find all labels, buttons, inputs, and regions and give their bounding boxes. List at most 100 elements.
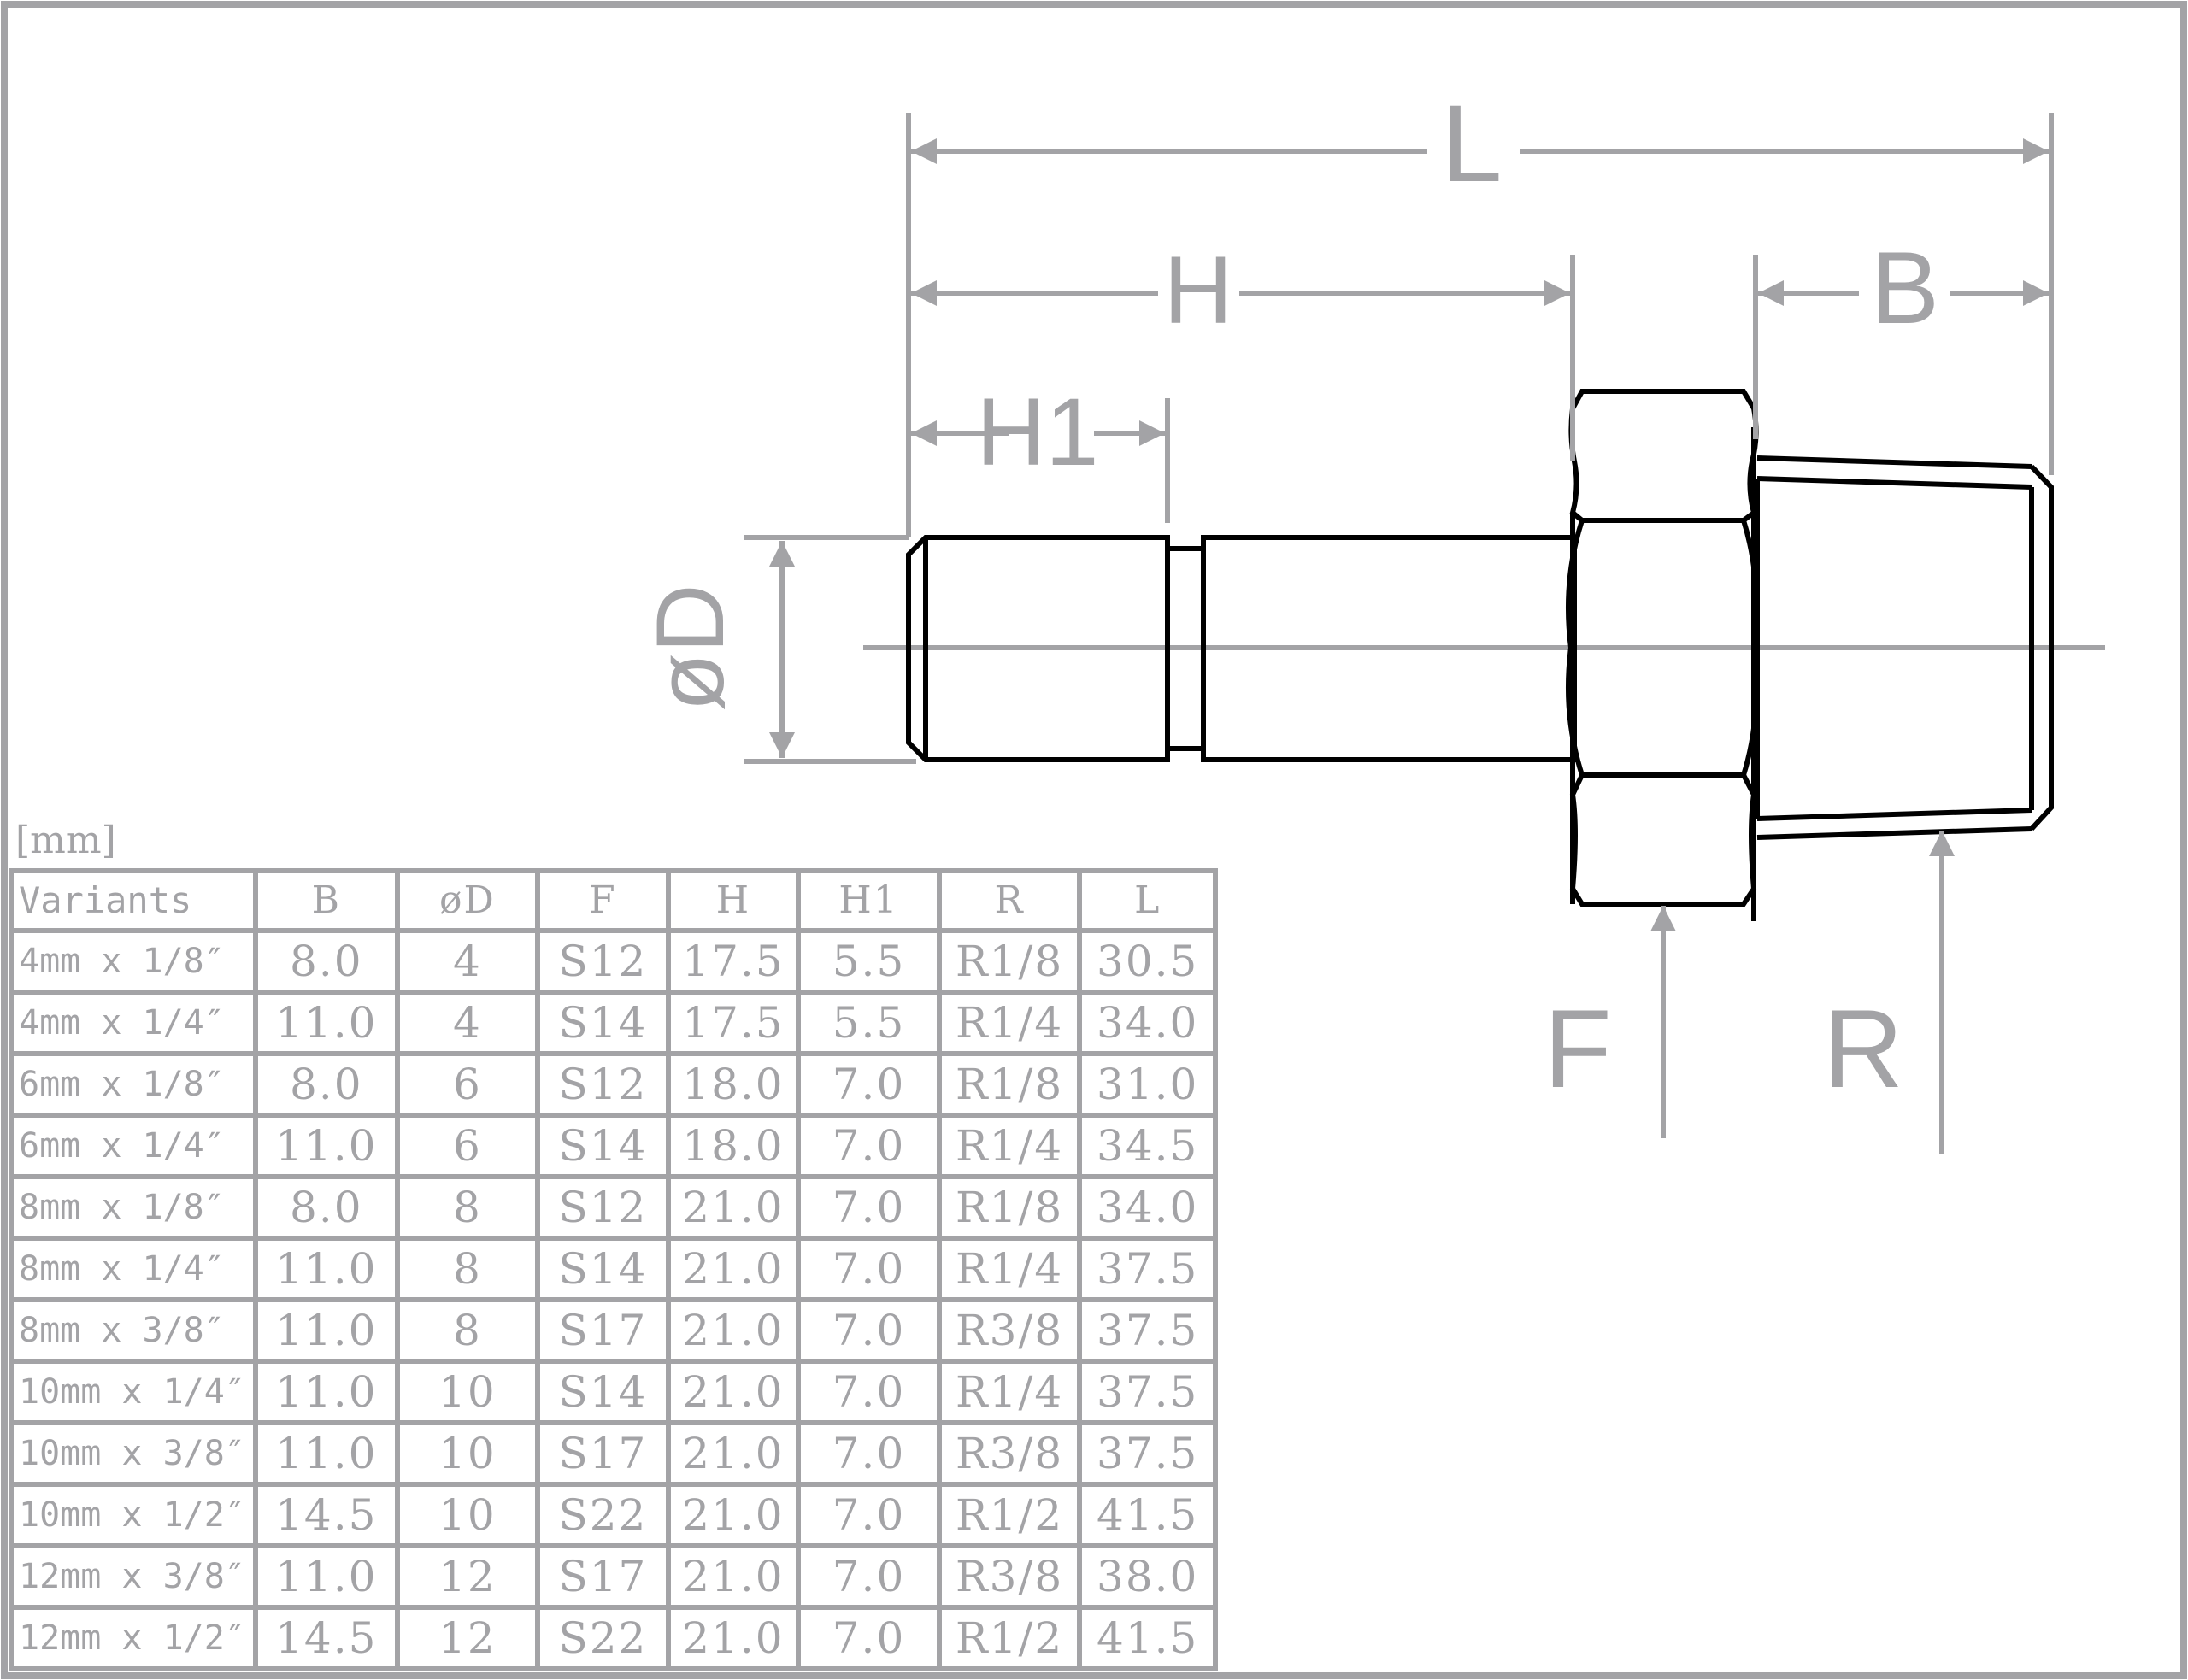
- value-cell: S14: [535, 990, 671, 1056]
- dim-label-H: H: [1164, 237, 1233, 344]
- value-cell: 21.0: [665, 1543, 802, 1610]
- value-cell: R3/8: [936, 1543, 1083, 1610]
- value-cell: 8.0: [253, 1051, 400, 1118]
- value-cell: 37.5: [1077, 1236, 1218, 1302]
- value-cell: S22: [535, 1482, 671, 1548]
- value-cell: 8: [394, 1297, 541, 1364]
- value-cell: 7.0: [796, 1543, 942, 1610]
- value-cell: S12: [535, 928, 671, 995]
- value-cell: 17.5: [665, 990, 802, 1056]
- column-header: H: [665, 868, 802, 933]
- value-cell: 21.0: [665, 1420, 802, 1487]
- variant-cell: 10mm x 1/2″: [9, 1482, 258, 1548]
- value-cell: 5.5: [796, 928, 942, 995]
- value-cell: 34.0: [1077, 1174, 1218, 1241]
- column-header: R: [936, 868, 1083, 933]
- value-cell: 7.0: [796, 1420, 942, 1487]
- column-header: Variants: [9, 868, 258, 933]
- dim-label-F: F: [1544, 986, 1611, 1111]
- value-cell: 11.0: [253, 1420, 400, 1487]
- value-cell: S17: [535, 1543, 671, 1610]
- dimension-lines: [769, 138, 2049, 1154]
- value-cell: S14: [535, 1113, 671, 1179]
- value-cell: 21.0: [665, 1359, 802, 1425]
- value-cell: R3/8: [936, 1297, 1083, 1364]
- value-cell: 5.5: [796, 990, 942, 1056]
- value-cell: 10: [394, 1420, 541, 1487]
- value-cell: 37.5: [1077, 1420, 1218, 1487]
- value-cell: 17.5: [665, 928, 802, 995]
- dim-label-B: B: [1871, 231, 1939, 345]
- value-cell: 12: [394, 1543, 541, 1610]
- unit-label: [mm]: [15, 819, 116, 862]
- value-cell: 11.0: [253, 1359, 400, 1425]
- value-cell: 37.5: [1077, 1359, 1218, 1425]
- value-cell: R1/8: [936, 1174, 1083, 1241]
- value-cell: 4: [394, 928, 541, 995]
- value-cell: 8: [394, 1174, 541, 1241]
- value-cell: S17: [535, 1297, 671, 1364]
- value-cell: R1/4: [936, 990, 1083, 1056]
- value-cell: 11.0: [253, 1236, 400, 1302]
- value-cell: 8.0: [253, 928, 400, 995]
- value-cell: 34.0: [1077, 990, 1218, 1056]
- variant-cell: 8mm x 3/8″: [9, 1297, 258, 1364]
- value-cell: 14.5: [253, 1605, 400, 1671]
- value-cell: 21.0: [665, 1174, 802, 1241]
- value-cell: R3/8: [936, 1420, 1083, 1487]
- value-cell: S12: [535, 1051, 671, 1118]
- value-cell: 8: [394, 1236, 541, 1302]
- value-cell: 10: [394, 1482, 541, 1548]
- value-cell: 7.0: [796, 1482, 942, 1548]
- value-cell: 7.0: [796, 1113, 942, 1179]
- value-cell: 21.0: [665, 1482, 802, 1548]
- extension-lines: [744, 113, 2054, 764]
- value-cell: 11.0: [253, 1543, 400, 1610]
- value-cell: 7.0: [796, 1236, 942, 1302]
- value-cell: 41.5: [1077, 1605, 1218, 1671]
- value-cell: 30.5: [1077, 928, 1218, 995]
- column-header: H1: [796, 868, 942, 933]
- value-cell: R1/4: [936, 1113, 1083, 1179]
- value-cell: S14: [535, 1359, 671, 1425]
- variant-cell: 4mm x 1/4″: [9, 990, 258, 1056]
- value-cell: 18.0: [665, 1113, 802, 1179]
- value-cell: 11.0: [253, 990, 400, 1056]
- value-cell: 41.5: [1077, 1482, 1218, 1548]
- variant-cell: 6mm x 1/4″: [9, 1113, 258, 1179]
- value-cell: 7.0: [796, 1605, 942, 1671]
- variant-cell: 8mm x 1/8″: [9, 1174, 258, 1241]
- value-cell: S12: [535, 1174, 671, 1241]
- value-cell: S14: [535, 1236, 671, 1302]
- value-cell: S22: [535, 1605, 671, 1671]
- value-cell: R1/4: [936, 1236, 1083, 1302]
- column-header: øD: [394, 868, 541, 933]
- value-cell: 34.5: [1077, 1113, 1218, 1179]
- value-cell: 7.0: [796, 1359, 942, 1425]
- value-cell: 38.0: [1077, 1543, 1218, 1610]
- column-header: F: [535, 868, 671, 933]
- value-cell: 7.0: [796, 1297, 942, 1364]
- value-cell: 14.5: [253, 1482, 400, 1548]
- value-cell: R1/2: [936, 1605, 1083, 1671]
- value-cell: 11.0: [253, 1297, 400, 1364]
- value-cell: 10: [394, 1359, 541, 1425]
- value-cell: 37.5: [1077, 1297, 1218, 1364]
- value-cell: 21.0: [665, 1236, 802, 1302]
- column-header: L: [1077, 868, 1218, 933]
- value-cell: 7.0: [796, 1174, 942, 1241]
